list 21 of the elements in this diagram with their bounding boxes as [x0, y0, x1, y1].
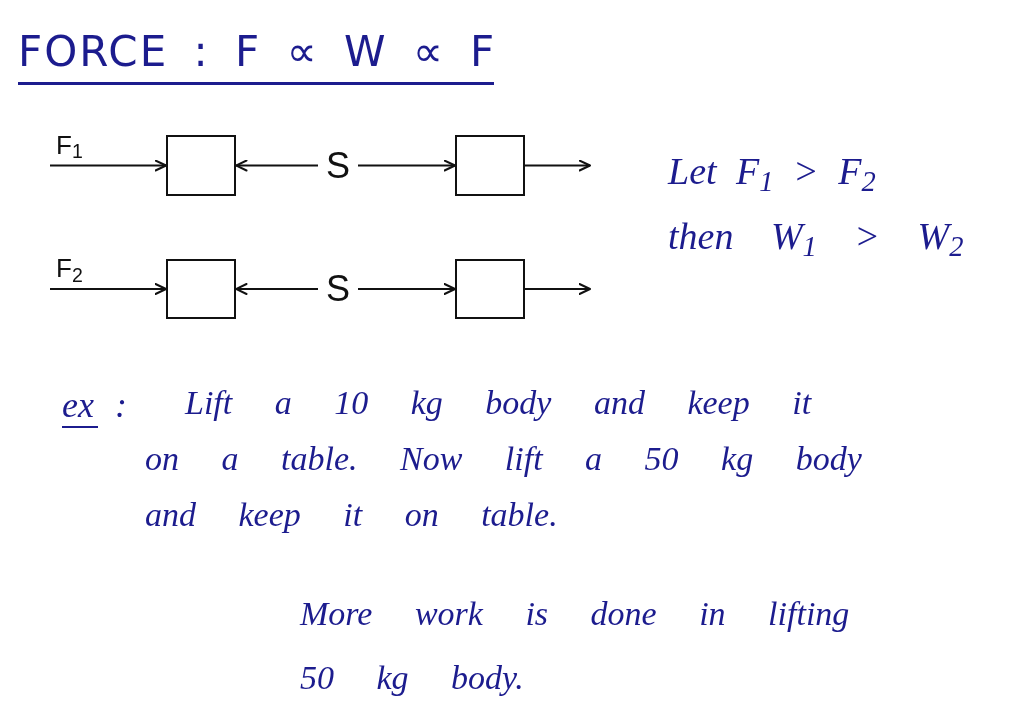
arrow: [49, 159, 167, 172]
conclusion-text: More work is done in lifting 50 kg body.: [300, 594, 851, 698]
example-text: Lift a 10 kg body and keep it on a table. Now lift a 50 kg body and keep it on table.: [145, 383, 863, 535]
arrow: [49, 283, 167, 295]
statement-text: then W$_{1}$ > W$_{2}$: [668, 214, 964, 265]
arrow: [357, 283, 456, 295]
statement-text: Let F$_{1}$ > F$_{2}$: [668, 149, 876, 200]
block: [166, 135, 236, 196]
title: FORCE : F ∝ W ∝ F: [18, 26, 494, 85]
arrow: [524, 159, 591, 172]
block: [455, 259, 525, 319]
distance-label: S: [318, 269, 358, 309]
force-label: F$_{2}$: [56, 255, 83, 281]
block: [455, 135, 525, 196]
block: [166, 259, 236, 319]
arrow: [357, 159, 456, 172]
arrow: [524, 283, 591, 295]
distance-label: S: [318, 146, 358, 185]
force-label: F$_{1}$: [56, 131, 83, 158]
arrow: [235, 283, 319, 295]
arrow: [235, 159, 319, 172]
